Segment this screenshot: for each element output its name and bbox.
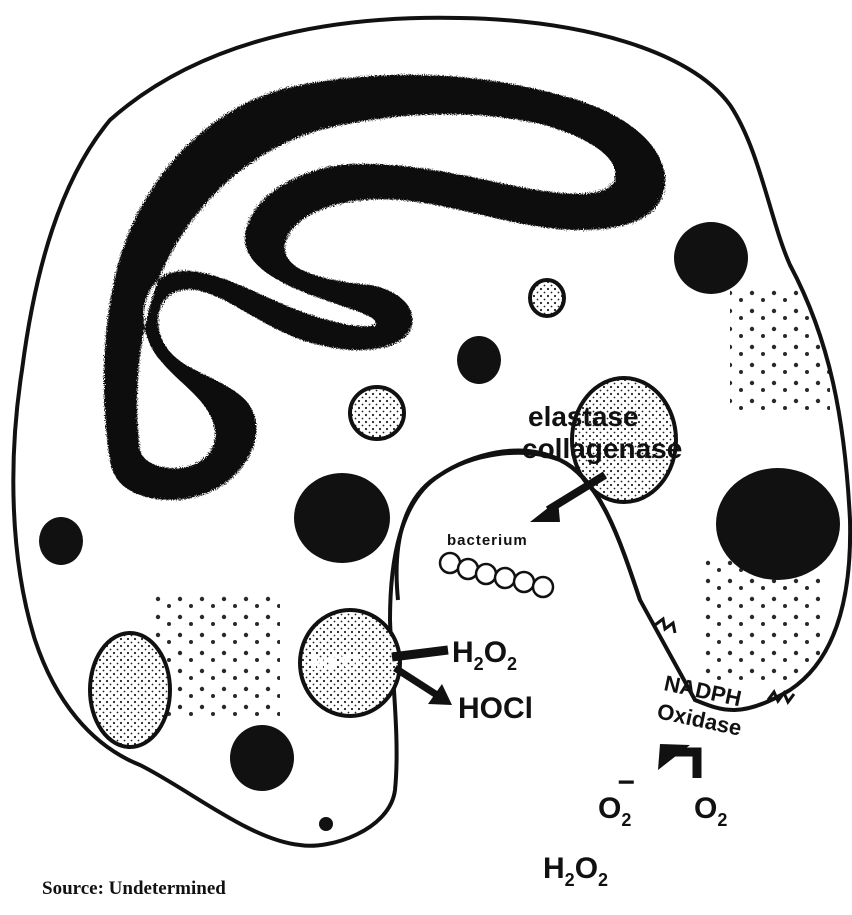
granule-stippled	[530, 280, 564, 316]
label-h2o2-bottom: H2O2	[543, 852, 608, 890]
granule-dark	[716, 468, 840, 580]
mpo-output-arrow	[395, 668, 440, 697]
enzyme-arrowhead	[530, 500, 560, 522]
granule-dark	[319, 817, 333, 831]
oxidase-arrowhead	[658, 744, 690, 770]
label-h2o2-top: H2O2	[452, 636, 517, 674]
granule-stippled	[350, 387, 404, 439]
granule-stippled	[90, 633, 170, 747]
label-bacterium: bacterium	[447, 532, 528, 549]
granule-dark	[457, 336, 501, 384]
source-caption: Source: Undetermined	[42, 878, 226, 900]
bacterium-chain	[440, 553, 553, 597]
label-oxygen: O2	[694, 792, 727, 830]
label-collagenase: collagenase	[522, 433, 682, 464]
label-mpo: MPO	[310, 650, 360, 675]
label-superoxide: O2−	[598, 766, 635, 830]
label-elastase: elastase	[528, 401, 639, 432]
label-hocl: HOCl	[458, 692, 533, 725]
granule-dark	[230, 725, 294, 791]
granule-dark	[39, 517, 83, 565]
granule-dark	[674, 222, 748, 294]
granule-dark	[294, 473, 390, 563]
